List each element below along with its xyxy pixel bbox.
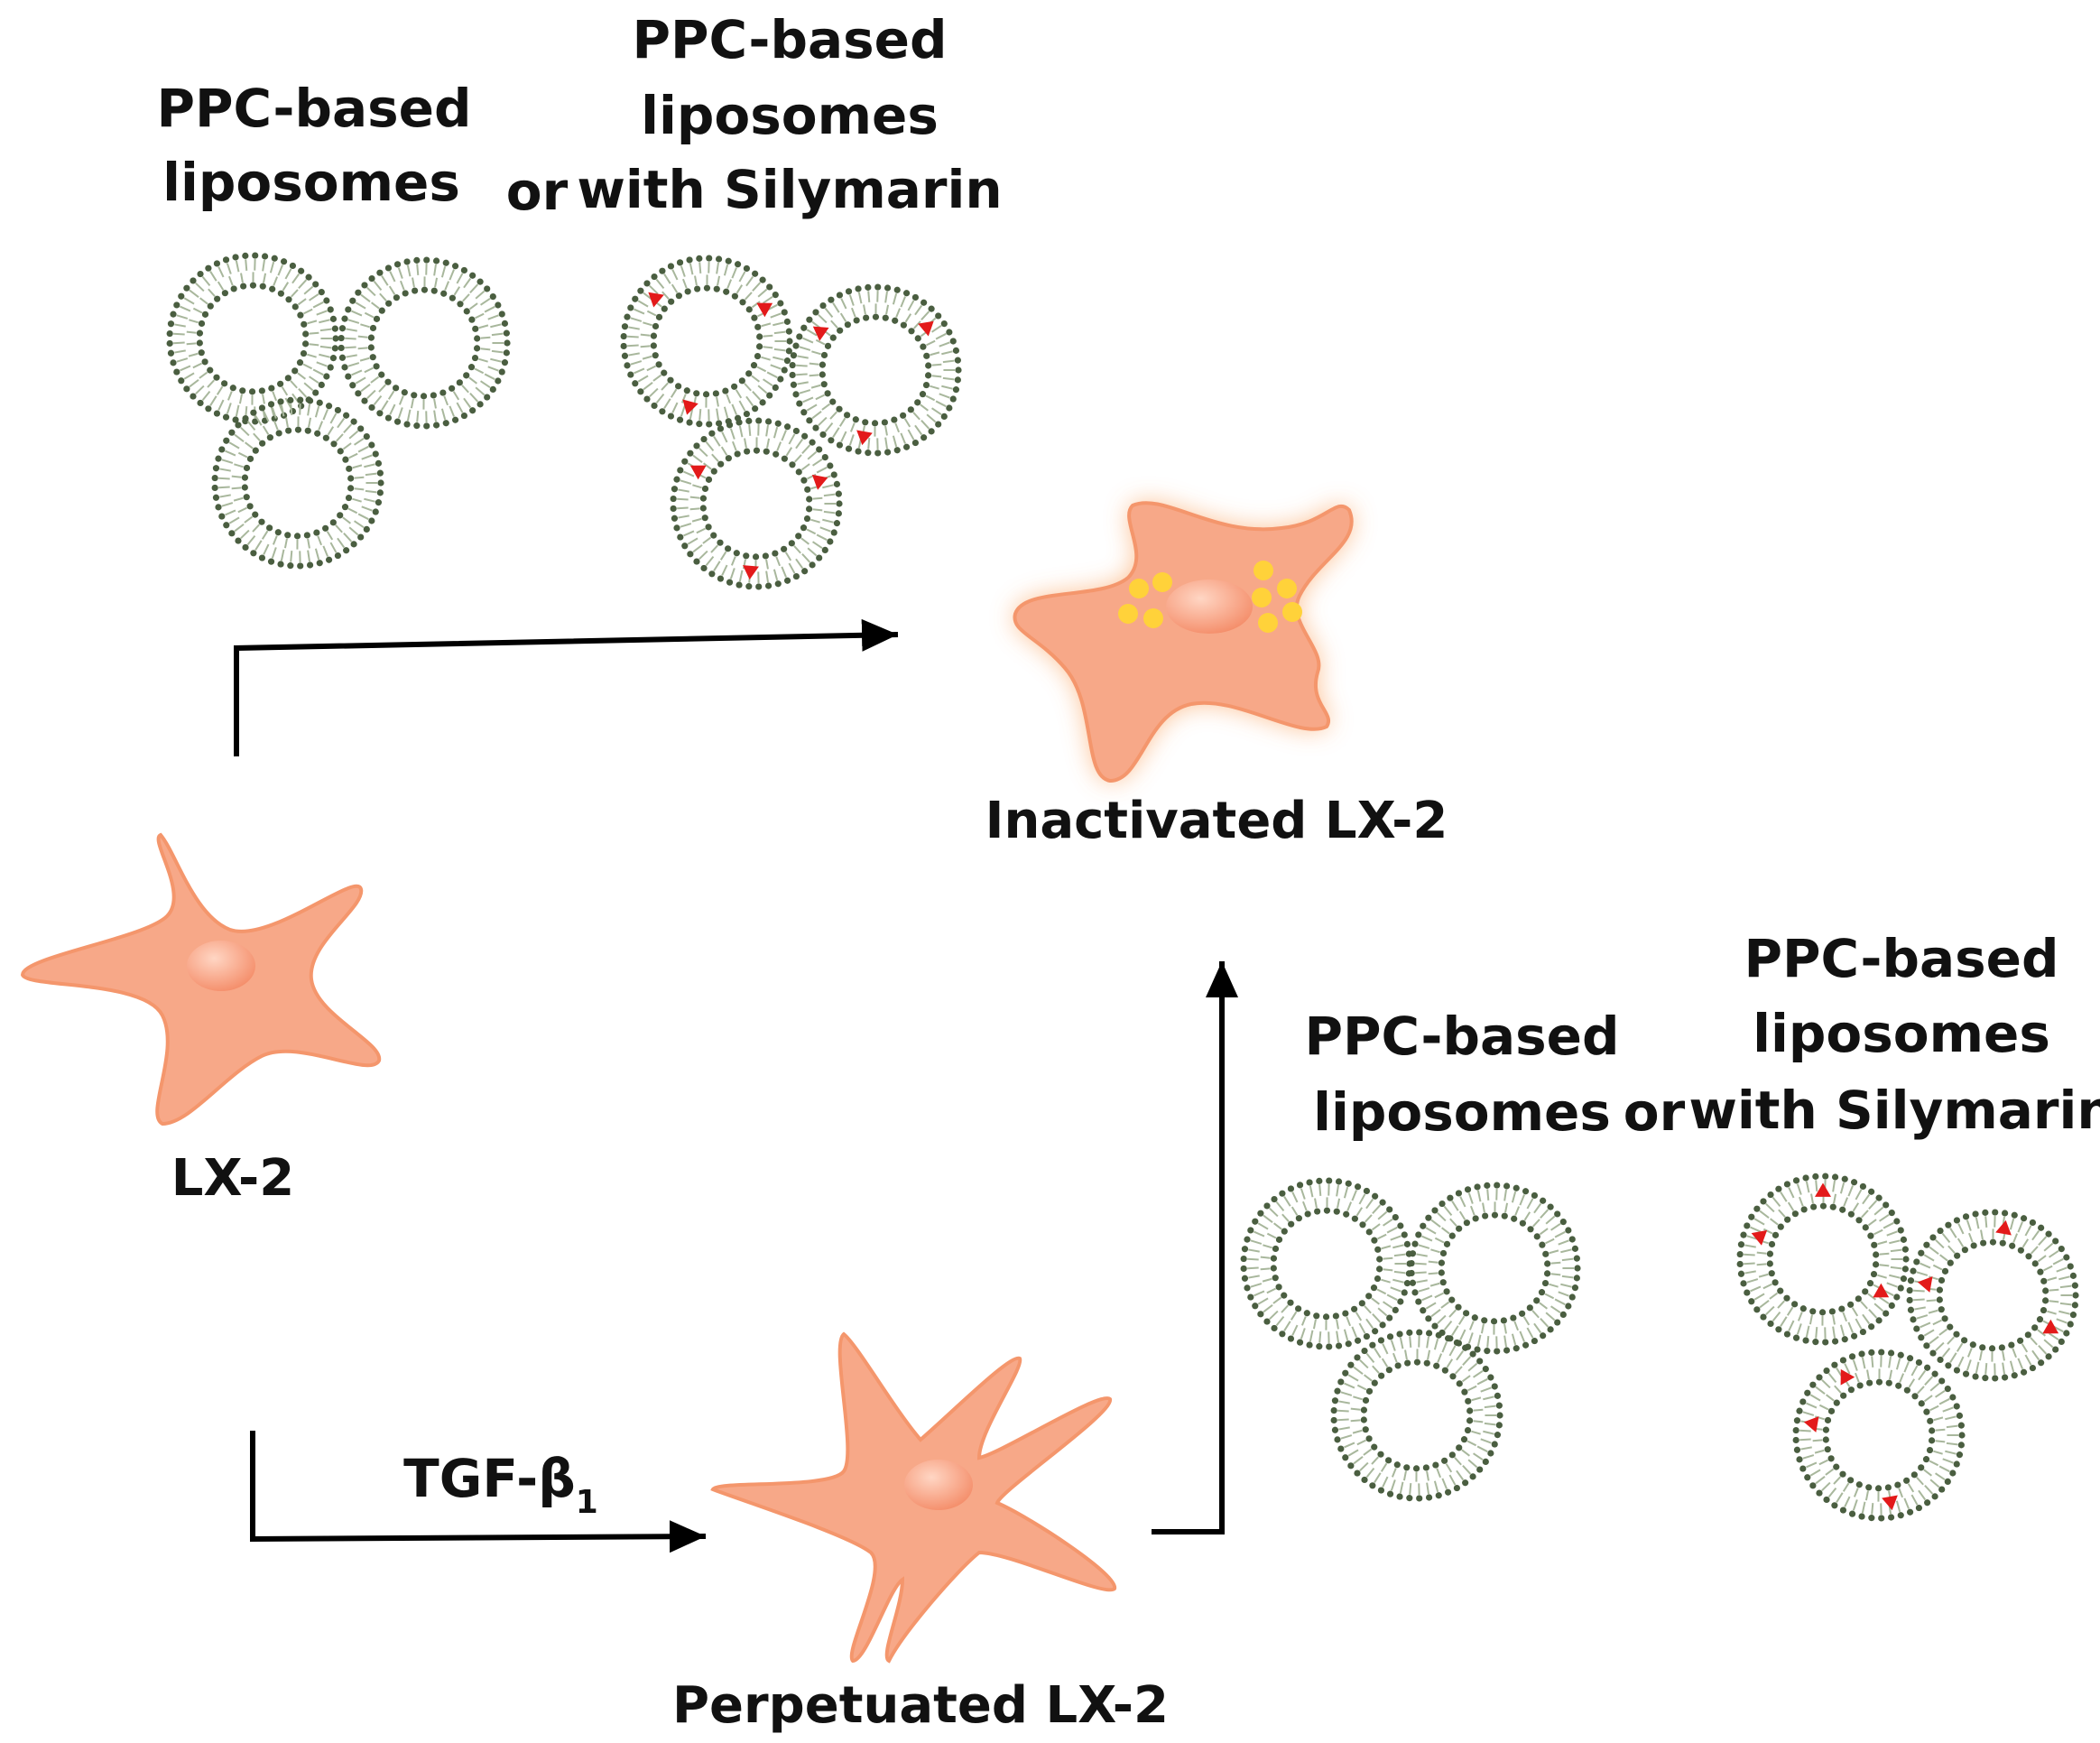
cell-nucleus — [1166, 579, 1253, 634]
silymarin-marker — [743, 565, 759, 580]
label-line: liposomes — [1753, 1003, 2050, 1064]
lx2-label: LX-2 — [171, 1149, 295, 1208]
top-silymarin-liposome-group — [620, 255, 962, 590]
cell-nucleus — [904, 1460, 973, 1510]
label-line: with Silymarin — [1688, 1080, 2100, 1141]
tgf-subscript: 1 — [576, 1484, 598, 1521]
liposome — [1330, 1329, 1503, 1502]
liposome — [338, 256, 511, 430]
top-silymarin-liposomes-label: PPC-based liposomes with Silymarin — [577, 9, 1002, 220]
bottom-silymarin-liposome-group — [1736, 1173, 2079, 1522]
silymarin-marker — [811, 474, 828, 490]
liposome — [620, 255, 793, 428]
label-line: with Silymarin — [577, 159, 1002, 220]
silymarin-marker — [1751, 1229, 1768, 1246]
arrow-perpetuated-to-inactivated — [1152, 961, 1238, 1534]
liposome — [166, 252, 339, 425]
silymarin-marker — [1917, 1276, 1933, 1293]
perpetuated-lx2-label: Perpetuated LX-2 — [672, 1676, 1169, 1735]
label-line: PPC-based — [1304, 1006, 1619, 1067]
liposome — [789, 283, 962, 457]
silymarin-marker — [1873, 1283, 1890, 1298]
inactivated-lx2-label: Inactivated LX-2 — [985, 792, 1448, 850]
lipid-droplets — [1118, 561, 1302, 633]
silymarin-marker — [648, 292, 664, 308]
silymarin-marker — [1995, 1219, 2012, 1236]
silymarin-marker — [2042, 1319, 2059, 1334]
label-line: PPC-based — [632, 9, 947, 70]
silymarin-marker — [1840, 1368, 1855, 1386]
bottom-silymarin-liposomes-label: PPC-based liposomes with Silymarin — [1688, 928, 2100, 1141]
lipid-droplet — [1118, 604, 1138, 624]
cell-body — [1013, 501, 1354, 783]
liposome — [670, 417, 843, 590]
lx2-cell — [20, 832, 382, 1126]
inactivated-lx2-cell — [1013, 501, 1354, 783]
lipid-droplet — [1277, 579, 1297, 598]
tgf-beta-label: TGF-β1 — [403, 1448, 598, 1521]
label-line: liposomes — [162, 152, 460, 213]
lipid-droplet — [1258, 613, 1278, 633]
bottom-or-label: or — [1624, 1081, 1686, 1143]
top-plain-liposome-group — [166, 252, 511, 570]
lipid-droplet — [1282, 602, 1302, 622]
label-line: liposomes — [1313, 1081, 1611, 1143]
liposome — [1240, 1177, 1413, 1350]
silymarin-marker — [918, 320, 934, 337]
label-line: PPC-based — [1744, 928, 2058, 989]
label-line: PPC-based — [156, 78, 471, 139]
silymarin-marker — [756, 302, 773, 318]
silymarin-marker — [689, 465, 707, 480]
liposome — [1408, 1182, 1581, 1355]
silymarin-marker — [682, 399, 698, 415]
liposome — [1736, 1173, 1910, 1346]
tgf-text: TGF-β — [403, 1448, 576, 1509]
silymarin-marker — [1803, 1416, 1819, 1432]
lipid-droplet — [1129, 579, 1149, 598]
lipid-droplet — [1152, 572, 1172, 592]
perpetuated-lx2-cell — [710, 1331, 1116, 1664]
bottom-plain-liposomes-label: PPC-based liposomes — [1304, 1006, 1619, 1143]
lipid-droplet — [1252, 588, 1272, 607]
label-line: liposomes — [641, 85, 939, 146]
bottom-plain-liposome-group — [1240, 1177, 1581, 1502]
top-or-label: or — [506, 161, 569, 222]
liposome — [211, 396, 384, 570]
lipid-droplet — [1143, 608, 1163, 628]
arrow-lx2-to-perpetuated — [250, 1431, 707, 1553]
silymarin-marker — [1815, 1182, 1831, 1197]
lipid-droplet — [1254, 561, 1273, 580]
liposome — [1792, 1349, 1966, 1522]
top-plain-liposomes-label: PPC-based liposomes — [156, 78, 471, 213]
cell-nucleus — [187, 941, 255, 991]
liposome — [1906, 1209, 2079, 1382]
silymarin-marker — [812, 326, 829, 341]
silymarin-marker — [856, 430, 873, 446]
arrow-lx2-to-inactivated — [234, 618, 899, 756]
silymarin-marker — [1882, 1495, 1898, 1511]
